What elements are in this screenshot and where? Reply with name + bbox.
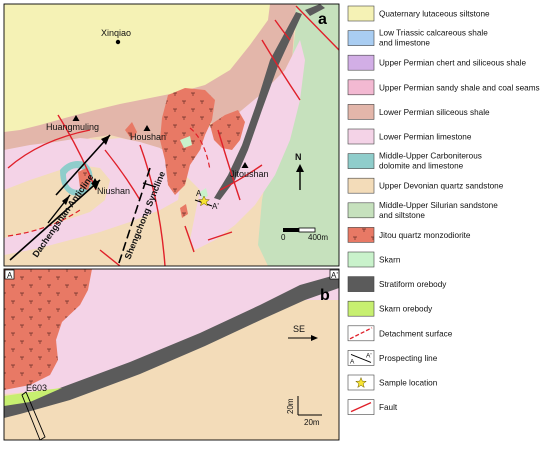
panel-a-map (4, 4, 339, 266)
svg-text:20m: 20m (304, 418, 320, 427)
legend-label: Detachment surface (379, 329, 453, 338)
scale-bar-b: 20m 20m (286, 396, 322, 427)
legend-item-lpl: Lower Permian limestone (347, 128, 472, 145)
section-end-label: A' (331, 271, 338, 280)
anticline-axis (9, 179, 101, 261)
legend-item-upc: Upper Permian chert and siliceous shale (347, 54, 526, 71)
legend-item-detach: Detachment surface (347, 325, 453, 342)
legend-label: Quaternary lutaceous siltstone (379, 10, 490, 19)
scale-bar-a: 0 400m (281, 227, 328, 242)
prospect-start-label: A (196, 189, 202, 198)
panel-b-label: b (320, 287, 330, 304)
legend-item-sore: Stratiform orebody (347, 276, 447, 292)
legend-label: Stratiform orebody (379, 280, 447, 289)
legend-label: Upper Permian sandy shale and coal seams (379, 83, 540, 92)
svg-text:20m: 20m (286, 398, 295, 414)
legend-label: and limestone (379, 39, 430, 48)
direction-arrow-se: SE (288, 324, 318, 341)
sample-location-star (197, 195, 211, 207)
legend-item-lps: Lower Permian siliceous shale (347, 104, 490, 120)
legend-label: Skarn orebody (379, 305, 433, 314)
panel-a-frame (3, 3, 340, 267)
panel-b-frame (3, 268, 340, 441)
legend-label: Lower Permian limestone (379, 133, 472, 142)
svg-text:SE: SE (293, 324, 305, 334)
place-xinqiao: Xinqiao (101, 28, 131, 38)
legend-label: Upper Permian chert and siliceous shale (379, 59, 526, 68)
legend-label: Skarn (379, 256, 401, 265)
legend-label: Prospecting line (379, 354, 438, 363)
legend-label: dolomite and limestone (379, 162, 464, 171)
drillhole-e603 (21, 391, 46, 441)
place-houshan: Houshan (130, 132, 166, 142)
north-arrow: N (295, 152, 304, 190)
legend-label: Middle-Upper Silurian sandstone (379, 201, 498, 210)
fault-lines (7, 5, 339, 266)
legend-item-fault: Fault (347, 399, 398, 415)
place-niushan: Niushan (97, 186, 130, 196)
legend-prospect-left: A (350, 358, 355, 365)
panel-a-label: a (318, 11, 327, 28)
legend-label: and siltstone (379, 211, 425, 220)
legend-label: Middle-Upper Carboniterous (379, 152, 482, 161)
north-label: N (295, 152, 302, 162)
legend-item-prosp: A A' Prospecting line (347, 350, 438, 366)
legend-label: Jitou quartz monzodiorite (379, 231, 471, 240)
svg-text:400m: 400m (308, 233, 328, 242)
drillhole-label: E603 (26, 383, 47, 393)
syncline-axis (117, 167, 151, 266)
legend-label: Low Triassic calcareous shale (379, 29, 488, 38)
legend-item-skore: Skarn orebody (347, 300, 433, 317)
prospect-end-label: A' (212, 202, 219, 211)
legend-item-sample: Sample location (347, 374, 438, 391)
legend-label: Upper Devonian quartz sandstone (379, 182, 504, 191)
legend-item-qls: Quaternary lutaceous siltstone (347, 5, 490, 22)
place-huangmuling: Huangmuling (46, 122, 99, 132)
legend-label: Lower Permian siliceous shale (379, 108, 490, 117)
svg-text:0: 0 (281, 233, 286, 242)
legend-item-jqm: Jitou quartz monzodiorite (347, 227, 471, 243)
section-start-label: A (7, 271, 13, 280)
place-jitoushan: Jitoushan (230, 169, 269, 179)
legend-label: Fault (379, 403, 398, 412)
legend-prospect-right: A' (366, 352, 372, 359)
legend-label: Sample location (379, 379, 438, 388)
legend-item-udq: Upper Devonian quartz sandstone (347, 177, 504, 194)
legend-item-ups: Upper Permian sandy shale and coal seams (347, 79, 540, 96)
panel-b-section (4, 269, 339, 440)
legend-item-skarn: Skarn (347, 251, 401, 268)
